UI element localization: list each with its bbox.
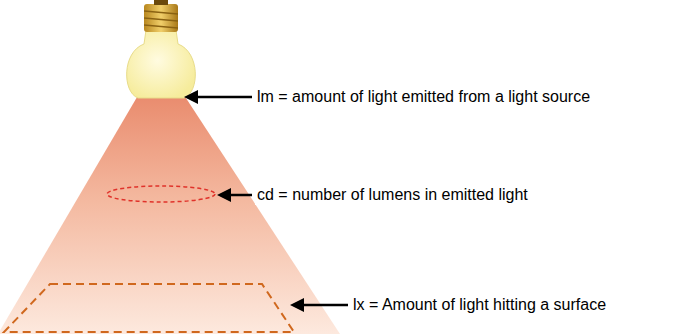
light-bulb — [127, 0, 196, 98]
light-cone — [0, 92, 340, 334]
definition-label: lx = Amount of light hitting a surface — [351, 295, 608, 315]
dashed-ellipse — [107, 186, 215, 202]
definition-label: lm = amount of light emitted from a ligh… — [255, 87, 592, 107]
surface-outline — [4, 284, 294, 332]
definition-label: cd = number of lumens in emitted light — [255, 185, 530, 205]
